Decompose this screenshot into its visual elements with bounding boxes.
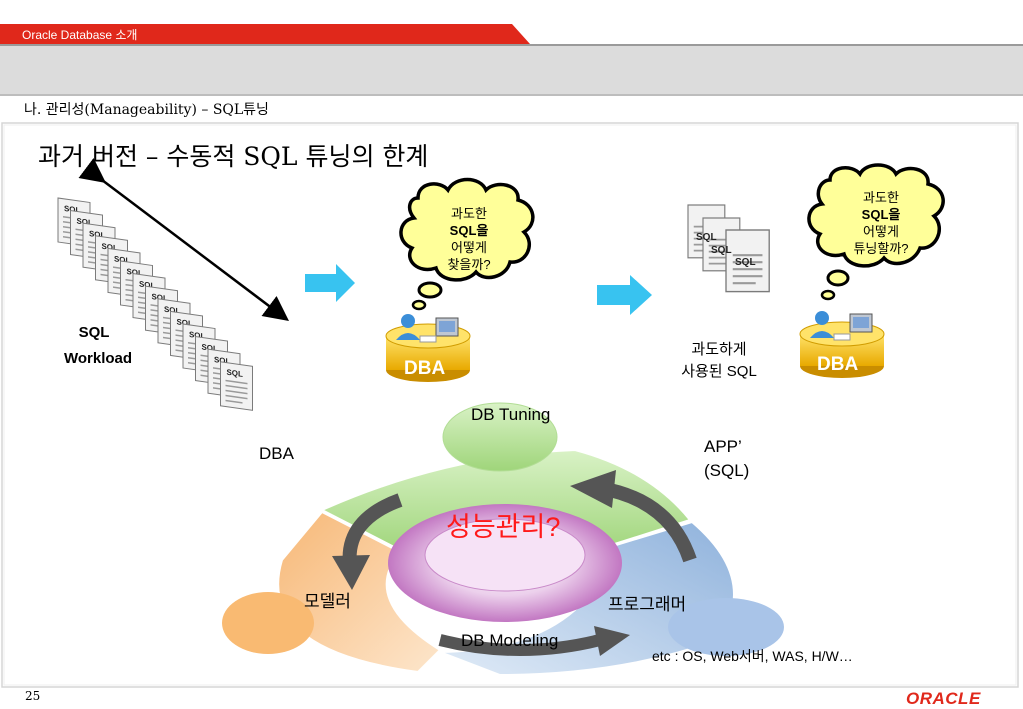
header-tab-label: Oracle Database 소개 [22,28,138,42]
db-tuning-label: DB Tuning [471,405,551,424]
sql-document-label: SQL [711,245,732,256]
bubble-find-line3: 어떻게 [451,240,487,255]
app-sql-label: APP’ (SQL) [704,435,749,483]
bubble-tune-line3: 어떻게 [863,224,899,239]
sql-document-label: SQL [696,232,717,243]
dba-workstation-icon [385,314,471,382]
svg-text:SQL: SQL [64,204,80,215]
svg-text:SQL: SQL [214,355,230,366]
dba-badge-label: DBA [817,354,859,375]
modeler-label: 모델러 [304,592,351,611]
svg-text:SQL: SQL [202,342,218,353]
performance-mgmt-label: 성능관리? [446,512,561,542]
dba-workstation-icon [799,311,885,378]
dba-role-label: DBA [259,444,294,463]
workload-label: SQL Workload [64,320,133,372]
sql-document-icon: SQL [57,197,91,248]
bubble-tune-line1: 과도한 [863,190,899,205]
oracle-logo: ORACLE [906,689,981,708]
workload-range-arrow [78,157,289,322]
heavy-sql-line2: 사용된 SQL [681,363,757,380]
app-label-line1: APP’ [704,437,742,456]
bubble-find-line2: SQL을 [449,223,489,238]
svg-text:SQL: SQL [189,330,205,341]
sql-document-label: SQL [735,257,756,268]
heavy-sql-label: 과도하게 사용된 SQL [664,339,774,383]
etc-label: etc : OS, Web서버, WAS, H/W… [652,648,853,664]
sql-document-icon: SQL [169,310,204,361]
bubble-find-line4: 찾을까? [447,257,491,272]
thought-bubble-tune [807,163,945,301]
page-number: 25 [25,689,41,703]
sql-document-icon: SQL [182,323,216,374]
heavy-sql-line1: 과도하게 [691,341,747,358]
dba-badge-label: DBA [404,358,446,379]
sql-document-icon: SQL [194,335,229,386]
bubble-tune-line2: SQL을 [861,207,901,222]
bubble-find-line1: 과도한 [451,206,487,221]
right-arrow-icon [597,275,652,315]
svg-text:SQL: SQL [177,317,193,328]
db-modeling-label: DB Modeling [461,631,559,650]
thought-bubble-find [399,177,535,311]
sql-document-icon: SQL [207,348,241,399]
workload-label-line2: Workload [64,350,133,367]
programmer-label: 프로그래머 [608,595,687,614]
bubble-tune-text: 과도한 SQL을 어떻게 튜닝할까? [836,189,926,257]
cycle-diagram [222,402,784,677]
app-label-line2: (SQL) [704,461,750,480]
content-frame [1,122,1019,688]
section-subtitle: 나. 관리성(Manageability) – SQL튜닝 [24,102,269,118]
bubble-find-text: 과도한 SQL을 어떻게 찾을까? [436,205,502,273]
workload-label-line1: SQL [78,324,110,341]
header-band [0,24,1023,96]
bubble-tune-line4: 튜닝할까? [853,241,909,256]
right-arrow-icon [305,264,355,302]
svg-text:SQL: SQL [227,368,243,379]
sql-workload-stack: SQLSQLSQLSQLSQLSQLSQLSQLSQLSQLSQLSQLSQLS… [57,197,254,412]
sql-document-icon: SQL [219,361,254,412]
